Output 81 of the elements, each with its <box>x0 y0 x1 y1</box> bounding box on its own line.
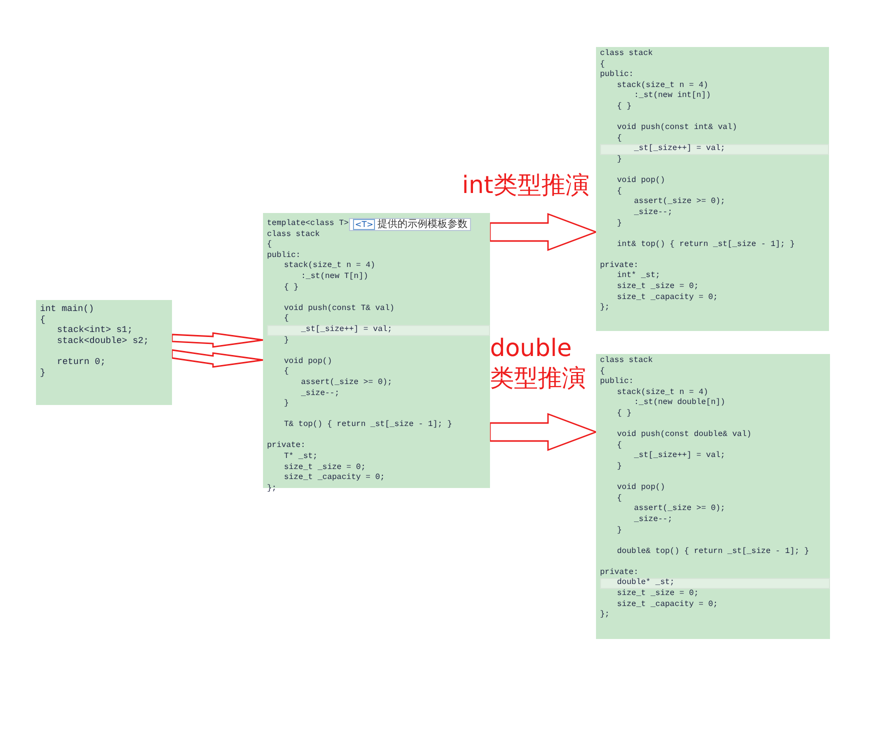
code-line: { <box>617 494 622 504</box>
code-line: _size--; <box>301 388 340 400</box>
code-line: } <box>617 154 622 166</box>
code-line: void push(const int& val) <box>617 123 738 134</box>
code-line: void pop() <box>617 176 666 187</box>
code-line: } <box>617 526 622 536</box>
block-arrow <box>489 412 598 452</box>
code-line: :_st(new int[n]) <box>634 91 711 102</box>
code-line: } <box>284 336 289 346</box>
code-line: assert(_size >= 0); <box>301 378 392 388</box>
code-line: { <box>40 314 46 326</box>
code-line: { } <box>617 102 632 113</box>
code-line: public: <box>267 250 301 261</box>
code-line: template<class T> <box>267 219 349 230</box>
hint-text: 提供的示例模板参数 <box>377 219 468 230</box>
code-line: int& top() { return _st[_size - 1]; } <box>617 240 795 250</box>
code-line: private: <box>600 568 638 578</box>
edge-label: double 类型推演 <box>490 333 587 393</box>
code-line: } <box>617 462 622 473</box>
code-line: { <box>284 314 289 325</box>
block-arrow <box>171 332 264 348</box>
code-line: stack(size_t n = 4) <box>284 261 376 272</box>
code-panel <box>596 354 830 639</box>
code-line: }; <box>600 610 610 621</box>
code-line: { <box>284 367 289 378</box>
code-line: int main() <box>40 304 94 315</box>
code-line: _st[_size++] = val; <box>301 324 392 336</box>
code-line: void pop() <box>617 483 666 494</box>
code-line: return 0; <box>57 356 106 368</box>
code-line: { <box>617 440 622 452</box>
code-line: }; <box>600 303 610 314</box>
code-line: { <box>617 186 622 198</box>
code-line: int* _st; <box>617 271 660 282</box>
code-line: } <box>617 218 622 230</box>
code-line: { <box>267 240 272 251</box>
code-line: :_st(new T[n]) <box>301 272 368 283</box>
edge-label: int类型推演 <box>462 170 590 200</box>
code-line: void push(const T& val) <box>284 304 394 314</box>
code-line: { <box>600 366 605 377</box>
code-line: assert(_size >= 0); <box>634 504 726 515</box>
code-line: :_st(new double[n]) <box>634 398 726 409</box>
code-line: _size--; <box>634 208 672 218</box>
code-line: size_t _capacity = 0; <box>284 473 385 484</box>
code-line: private: <box>267 441 306 452</box>
code-line: public: <box>600 70 634 81</box>
code-line: class stack <box>600 49 653 60</box>
code-line: double& top() { return _st[_size - 1]; } <box>617 546 810 558</box>
code-line: void pop() <box>284 356 332 367</box>
code-line: size_t _capacity = 0; <box>617 600 718 610</box>
code-line: stack(size_t n = 4) <box>617 80 708 91</box>
code-line: { <box>617 134 622 144</box>
code-line: class stack <box>600 356 653 367</box>
code-line: void push(const double& val) <box>617 430 752 441</box>
code-panel <box>596 47 829 331</box>
code-line: T& top() { return _st[_size - 1]; } <box>284 420 452 431</box>
code-line: stack<double> s2; <box>57 336 149 346</box>
code-line: public: <box>600 377 634 388</box>
code-line: size_t _capacity = 0; <box>617 292 718 304</box>
code-line: T* _st; <box>284 452 318 463</box>
code-line: size_t _size = 0; <box>617 282 699 293</box>
code-line: size_t _size = 0; <box>284 462 366 473</box>
code-line: size_t _size = 0; <box>617 589 699 600</box>
code-line: private: <box>600 260 638 271</box>
code-line: { } <box>284 282 298 294</box>
code-line: assert(_size >= 0); <box>634 197 726 208</box>
block-arrow <box>489 212 598 252</box>
code-line: double* _st; <box>617 578 675 589</box>
block-arrow <box>171 349 264 368</box>
code-line: _st[_size++] = val; <box>634 144 726 155</box>
code-line: _st[_size++] = val; <box>634 451 726 462</box>
code-line: stack(size_t n = 4) <box>617 388 708 398</box>
code-line: stack<int> s1; <box>57 325 133 336</box>
code-line: _size--; <box>634 514 672 526</box>
code-line: { } <box>617 408 632 420</box>
code-line: }; <box>267 484 277 494</box>
code-panel <box>36 300 172 405</box>
code-line: } <box>40 368 46 378</box>
template-parameter-tag: <T> <box>353 219 376 230</box>
code-line: } <box>284 399 289 410</box>
code-line: class stack <box>267 230 320 240</box>
code-line: { <box>600 60 605 70</box>
